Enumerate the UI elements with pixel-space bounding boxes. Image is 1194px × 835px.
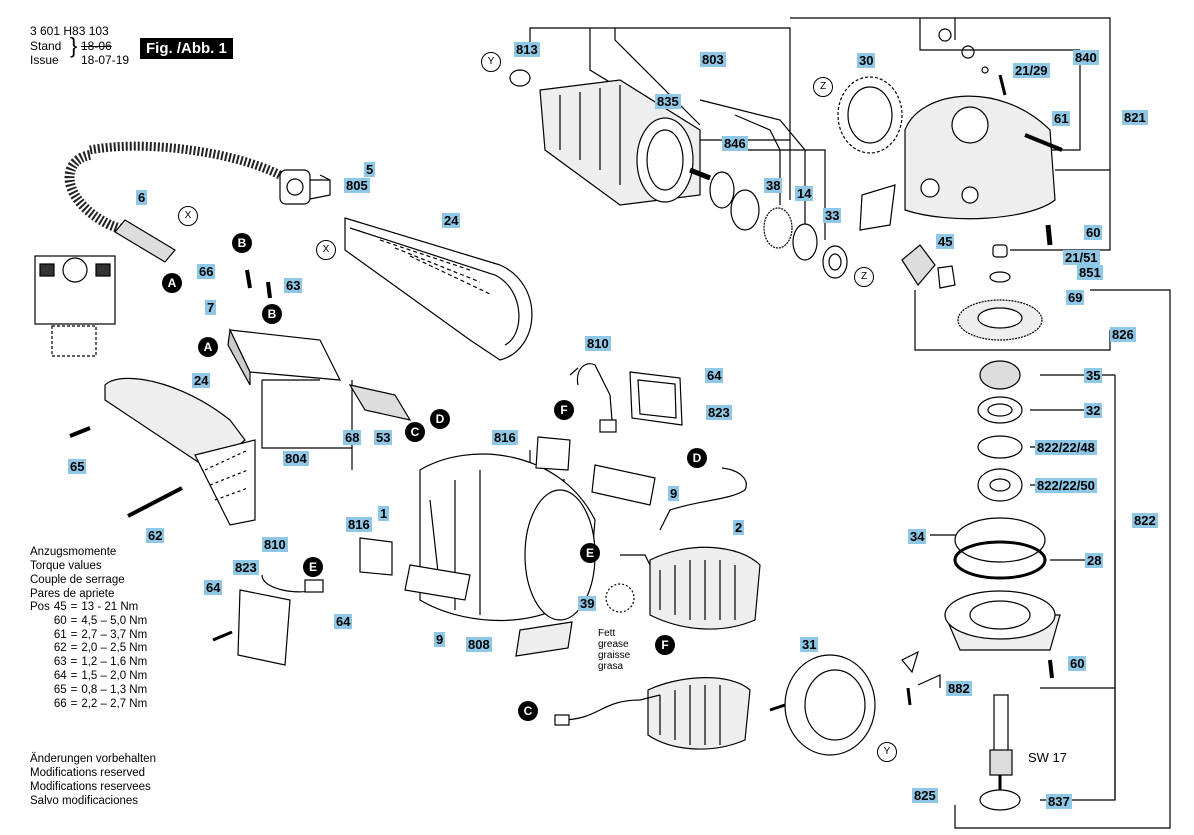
part-label: 69 xyxy=(1066,290,1085,305)
part-label: 53 xyxy=(374,430,393,445)
connector-marker: D xyxy=(430,409,450,429)
part-label: 810 xyxy=(585,336,611,351)
part-label: 14 xyxy=(795,186,814,201)
figure-tag: Fig. /Abb. 1 xyxy=(140,38,233,59)
brace-icon: } xyxy=(70,33,78,58)
connector-marker: B xyxy=(232,233,252,253)
reference-marker: Z xyxy=(813,77,833,97)
connector-marker: E xyxy=(580,543,600,563)
part-label: 60 xyxy=(1068,656,1087,671)
part-label: 846 xyxy=(722,136,748,151)
part-label: 9 xyxy=(668,486,680,501)
connector-marker: C xyxy=(405,422,425,442)
part-label: 826 xyxy=(1110,327,1136,342)
part-label: 64 xyxy=(334,614,353,629)
leader-line xyxy=(529,27,791,200)
torque-values: Anzugsmomente Torque values Couple de se… xyxy=(30,545,151,711)
part-label: 821 xyxy=(1122,110,1148,125)
part-label: 816 xyxy=(346,517,372,532)
part-label: 35 xyxy=(1084,368,1103,383)
part-label: 825 xyxy=(912,788,938,803)
table-row: 60=4,5 – 5,0 Nm xyxy=(53,614,148,627)
grease-note: Fett grease graisse grasa xyxy=(598,628,631,672)
connector-marker: B xyxy=(262,304,282,324)
table-row: 66=2,2 – 2,7 Nm xyxy=(53,697,148,710)
part-label: 21/51 xyxy=(1063,250,1100,265)
issue-date: 18-07-19 xyxy=(81,53,130,67)
connector-marker: E xyxy=(303,557,323,577)
part-label: 804 xyxy=(283,451,309,466)
connector-marker: A xyxy=(198,337,218,357)
table-row: 64=1,5 – 2,0 Nm xyxy=(53,669,148,682)
part-label: 34 xyxy=(908,529,927,544)
part-label: 39 xyxy=(578,596,597,611)
table-row: 65=0,8 – 1,3 Nm xyxy=(53,683,148,696)
part-label: 2 xyxy=(733,520,745,535)
part-label: 822/22/48 xyxy=(1035,440,1097,455)
reference-marker: X xyxy=(178,206,198,226)
reference-marker: Z xyxy=(854,267,874,287)
part-label: 7 xyxy=(205,300,217,315)
part-label: 6 xyxy=(136,190,148,205)
part-label: 32 xyxy=(1084,403,1103,418)
table-row: 63=1,2 – 1,6 Nm xyxy=(53,656,148,669)
connector-marker: F xyxy=(655,635,675,655)
part-label: 64 xyxy=(705,368,724,383)
part-label: 30 xyxy=(857,53,876,68)
reference-marker: Y xyxy=(481,52,501,72)
stand-date: 18-06 xyxy=(81,39,112,53)
table-row: 62=2,0 – 2,5 Nm xyxy=(53,642,148,655)
table-row: 61=2,7 – 3,7 Nm xyxy=(53,628,148,641)
part-label: 21/29 xyxy=(1013,63,1050,78)
stand-label: Stand xyxy=(30,39,62,53)
reference-marker: X xyxy=(316,240,336,260)
part-label: 61 xyxy=(1052,111,1071,126)
part-label: 60 xyxy=(1084,225,1103,240)
part-label: 62 xyxy=(146,528,165,543)
modifications-note: Änderungen vorbehalten Modifications res… xyxy=(30,753,156,807)
part-label: 5 xyxy=(364,162,376,177)
connector-marker: F xyxy=(554,400,574,420)
part-label: 840 xyxy=(1073,50,1099,65)
part-label: 45 xyxy=(936,234,955,249)
part-label: 808 xyxy=(466,637,492,652)
reference-marker: Y xyxy=(877,742,897,762)
part-label: 24 xyxy=(442,213,461,228)
part-label: 823 xyxy=(233,560,259,575)
part-label: 851 xyxy=(1077,265,1103,280)
part-label: 837 xyxy=(1046,794,1072,809)
part-label: 64 xyxy=(204,580,223,595)
part-label: 835 xyxy=(655,94,681,109)
part-label: 816 xyxy=(492,430,518,445)
part-label: 805 xyxy=(344,178,370,193)
part-label: 822/22/50 xyxy=(1035,478,1097,493)
wrench-size-label: SW 17 xyxy=(1028,750,1068,765)
part-label: 882 xyxy=(946,681,972,696)
part-label: 38 xyxy=(764,178,783,193)
doc-number: 3 601 H83 103 xyxy=(30,24,109,38)
part-label: 31 xyxy=(800,637,819,652)
part-label: 823 xyxy=(706,405,732,420)
part-label: 24 xyxy=(192,373,211,388)
connector-marker: D xyxy=(687,448,707,468)
connector-marker: A xyxy=(162,273,182,293)
part-label: 33 xyxy=(823,208,842,223)
part-label: 1 xyxy=(378,506,390,521)
issue-label: Issue xyxy=(30,53,59,67)
part-label: 63 xyxy=(284,278,303,293)
part-label: 68 xyxy=(343,430,362,445)
part-label: 9 xyxy=(434,632,446,647)
part-label: 28 xyxy=(1085,553,1104,568)
part-label: 65 xyxy=(68,459,87,474)
part-label: 813 xyxy=(514,42,540,57)
part-label: 803 xyxy=(700,52,726,67)
part-label: 66 xyxy=(197,264,216,279)
part-label: 810 xyxy=(262,537,288,552)
connector-marker: C xyxy=(518,701,538,721)
part-label: 822 xyxy=(1132,513,1158,528)
